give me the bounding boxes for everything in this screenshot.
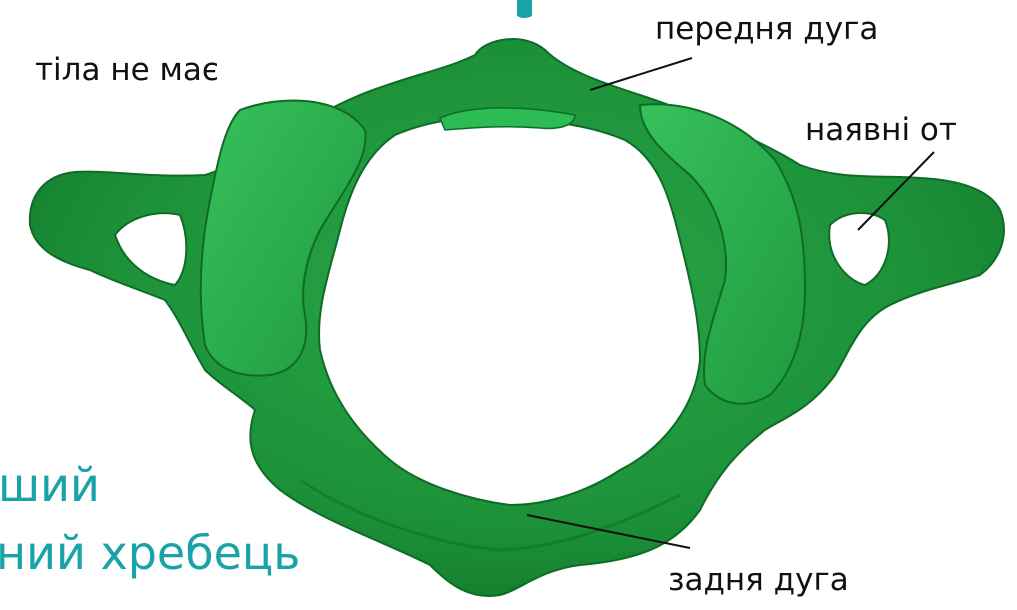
title-line-2: ний хребець (0, 530, 300, 576)
title-line-1: ший (0, 462, 100, 508)
label-anterior-arch: передня дуга (655, 14, 878, 45)
leader-line-anterior-arch (590, 58, 692, 90)
label-foramen: наявні от (805, 115, 957, 146)
anterior-tubercle-facet (440, 108, 575, 130)
vertebral-foramen (319, 118, 700, 505)
title-fragment-top (517, 0, 532, 18)
label-posterior-arch: задня дуга (668, 565, 849, 596)
label-no-body: тіла не має (35, 55, 219, 86)
